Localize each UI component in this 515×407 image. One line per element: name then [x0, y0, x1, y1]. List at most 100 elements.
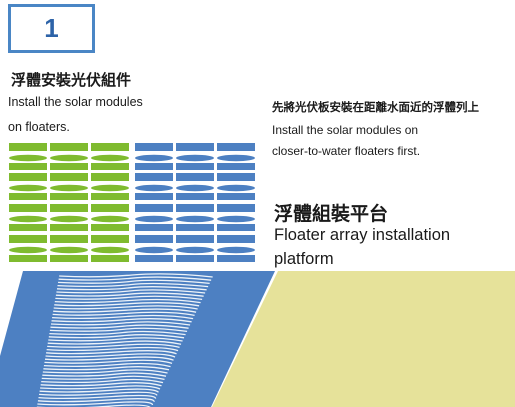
- floater: [50, 184, 88, 192]
- floater: [91, 246, 129, 254]
- wave-line: [46, 346, 179, 352]
- blue-panel: [217, 204, 255, 212]
- wave-line: [42, 369, 168, 374]
- step1-desc-line1: Install the solar modules: [8, 95, 143, 109]
- solar-panel: [9, 224, 47, 231]
- floater: [176, 184, 214, 192]
- blue-panel: [176, 143, 214, 151]
- closer-note-desc-line2: closer-to-water floaters first.: [272, 144, 421, 158]
- floater: [50, 215, 88, 223]
- wave-line: [49, 327, 188, 333]
- solar-panel: [50, 193, 88, 200]
- blue-panel: [217, 235, 255, 243]
- solar-panel: [91, 143, 129, 151]
- platform-desc-line2: platform: [274, 250, 334, 268]
- wave-line: [50, 324, 189, 329]
- wave-line: [41, 378, 164, 384]
- wave-line: [52, 311, 195, 317]
- floater: [217, 246, 255, 254]
- platform-title-zh: 浮體組裝平台: [274, 204, 389, 225]
- blue-panel: [217, 255, 255, 262]
- floater: [9, 215, 47, 223]
- solar-panel: [9, 173, 47, 181]
- wave-line: [51, 318, 192, 323]
- solar-panel: [91, 235, 129, 243]
- solar-panel: [91, 193, 129, 200]
- floater: [176, 154, 214, 162]
- wave-line: [50, 321, 191, 326]
- floater: [50, 246, 88, 254]
- wave-line: [39, 388, 159, 393]
- floater: [217, 215, 255, 223]
- solar-panel: [9, 255, 47, 262]
- wave-line: [47, 340, 182, 345]
- wave-line: [56, 289, 206, 294]
- blue-panel: [217, 173, 255, 181]
- blue-panel: [176, 173, 214, 181]
- blue-panel: [135, 255, 173, 262]
- blue-panel: [176, 163, 214, 170]
- solar-panel: [50, 204, 88, 212]
- platform-desc-line1: Floater array installation: [274, 226, 451, 244]
- floater: [9, 184, 47, 192]
- solar-panel: [9, 235, 47, 243]
- wave-line: [58, 276, 212, 281]
- solar-panel: [50, 173, 88, 181]
- floater: [135, 215, 173, 223]
- wave-line: [53, 305, 198, 310]
- blue-panel: [135, 163, 173, 170]
- blue-panel: [217, 143, 255, 151]
- floater: [217, 184, 255, 192]
- wave-line: [56, 286, 207, 291]
- wave-line: [37, 398, 155, 403]
- solar-panel: [91, 224, 129, 231]
- wave-line: [44, 356, 174, 361]
- solar-panel: [9, 193, 47, 200]
- solar-panel: [50, 224, 88, 231]
- wave-line: [45, 353, 176, 358]
- blue-panel: [135, 173, 173, 181]
- wave-line: [53, 308, 197, 313]
- floater: [9, 154, 47, 162]
- floater: [50, 154, 88, 162]
- closer-note-desc-line1: Install the solar modules on: [272, 123, 419, 137]
- wave-line: [38, 391, 158, 396]
- wave-line: [55, 295, 203, 301]
- floater: [176, 215, 214, 223]
- wave-line: [48, 334, 185, 339]
- blue-panel: [176, 224, 214, 231]
- wave-line: [46, 350, 177, 355]
- wave-line: [55, 292, 204, 297]
- floater: [91, 184, 129, 192]
- solar-panel: [50, 163, 88, 170]
- blue-panel: [217, 193, 255, 200]
- wave-line: [52, 314, 194, 320]
- wave-line: [42, 372, 167, 377]
- step-number-box: 1: [8, 4, 95, 53]
- wave-line: [48, 337, 183, 342]
- floater: [91, 215, 129, 223]
- solar-panel: [50, 235, 88, 243]
- wave-line: [41, 375, 165, 381]
- wave-line: [44, 359, 173, 365]
- solar-panel: [50, 143, 88, 151]
- blue-panel: [176, 193, 214, 200]
- wave-line: [58, 279, 210, 285]
- floater: [135, 246, 173, 254]
- floater: [135, 184, 173, 192]
- step1-desc-line2: on floaters.: [8, 120, 70, 134]
- wave-line: [40, 382, 162, 387]
- floater: [91, 154, 129, 162]
- wave-line: [54, 298, 201, 304]
- yellow-platform: [212, 271, 515, 407]
- wave-line: [47, 343, 180, 349]
- wave-line: [49, 330, 186, 336]
- wave-line: [57, 282, 209, 288]
- solar-panel: [50, 255, 88, 262]
- solar-panel: [9, 204, 47, 212]
- solar-panel: [91, 163, 129, 170]
- floater: [9, 246, 47, 254]
- blue-panel: [176, 235, 214, 243]
- step1-title-zh: 浮體安裝光伏組件: [11, 72, 132, 89]
- floater: [217, 154, 255, 162]
